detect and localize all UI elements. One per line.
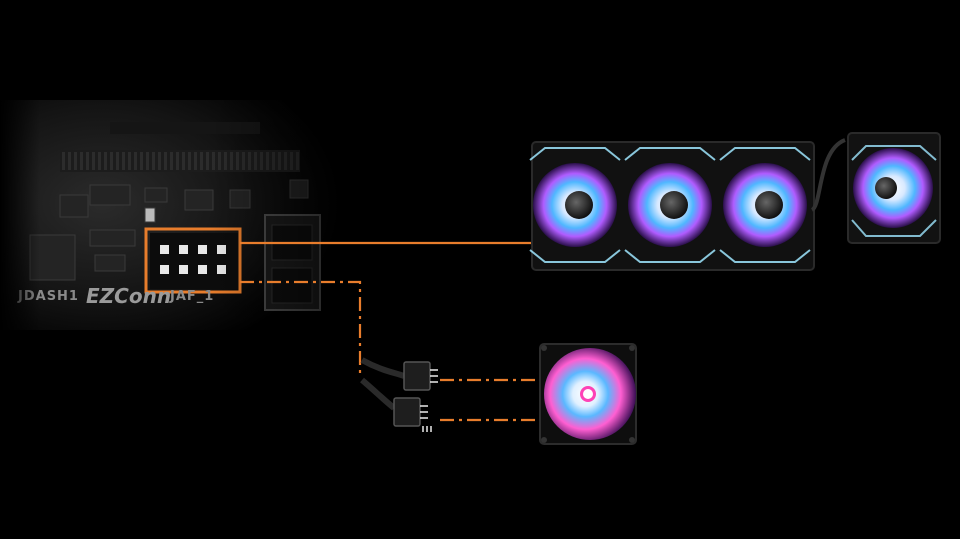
rib [152, 152, 155, 170]
rib [140, 152, 143, 170]
rib [86, 152, 89, 170]
header-pin [160, 265, 169, 274]
rgb-fan-icon [847, 132, 941, 244]
rib [110, 152, 113, 170]
rib [122, 152, 125, 170]
board-edge-fade [210, 100, 350, 340]
header-pin [198, 265, 207, 274]
split-cable-icon [360, 357, 438, 432]
rib [146, 152, 149, 170]
connection-lines [240, 241, 540, 422]
board-left-fade [0, 100, 40, 340]
rib [134, 152, 137, 170]
rib [164, 152, 167, 170]
array-fan [624, 147, 716, 263]
rib [74, 152, 77, 170]
rib [176, 152, 179, 170]
rgb-fan-icon [539, 343, 637, 445]
rib [116, 152, 119, 170]
rib [194, 152, 197, 170]
rib [206, 152, 209, 170]
header-pin [160, 245, 169, 254]
motherboard-region: JDASH1 EZConn JAF_1 [0, 100, 350, 340]
rib [158, 152, 161, 170]
rib [128, 152, 131, 170]
rib [104, 152, 107, 170]
rib [188, 152, 191, 170]
dashed-line-to-cable [240, 280, 362, 378]
rib [170, 152, 173, 170]
rib [182, 152, 185, 170]
rib [68, 152, 71, 170]
header-pin [198, 245, 207, 254]
header-pin [179, 245, 188, 254]
connector-label: JAF_1 [169, 289, 214, 304]
array-fan [529, 147, 621, 263]
rib [62, 152, 65, 170]
rib [92, 152, 95, 170]
fan-array [529, 141, 815, 271]
daisy-chain-cable [810, 138, 846, 212]
header-pin [179, 265, 188, 274]
brand-logo: EZConn [86, 284, 171, 308]
array-fan [719, 147, 811, 263]
rib [80, 152, 83, 170]
rib [200, 152, 203, 170]
rib [98, 152, 101, 170]
